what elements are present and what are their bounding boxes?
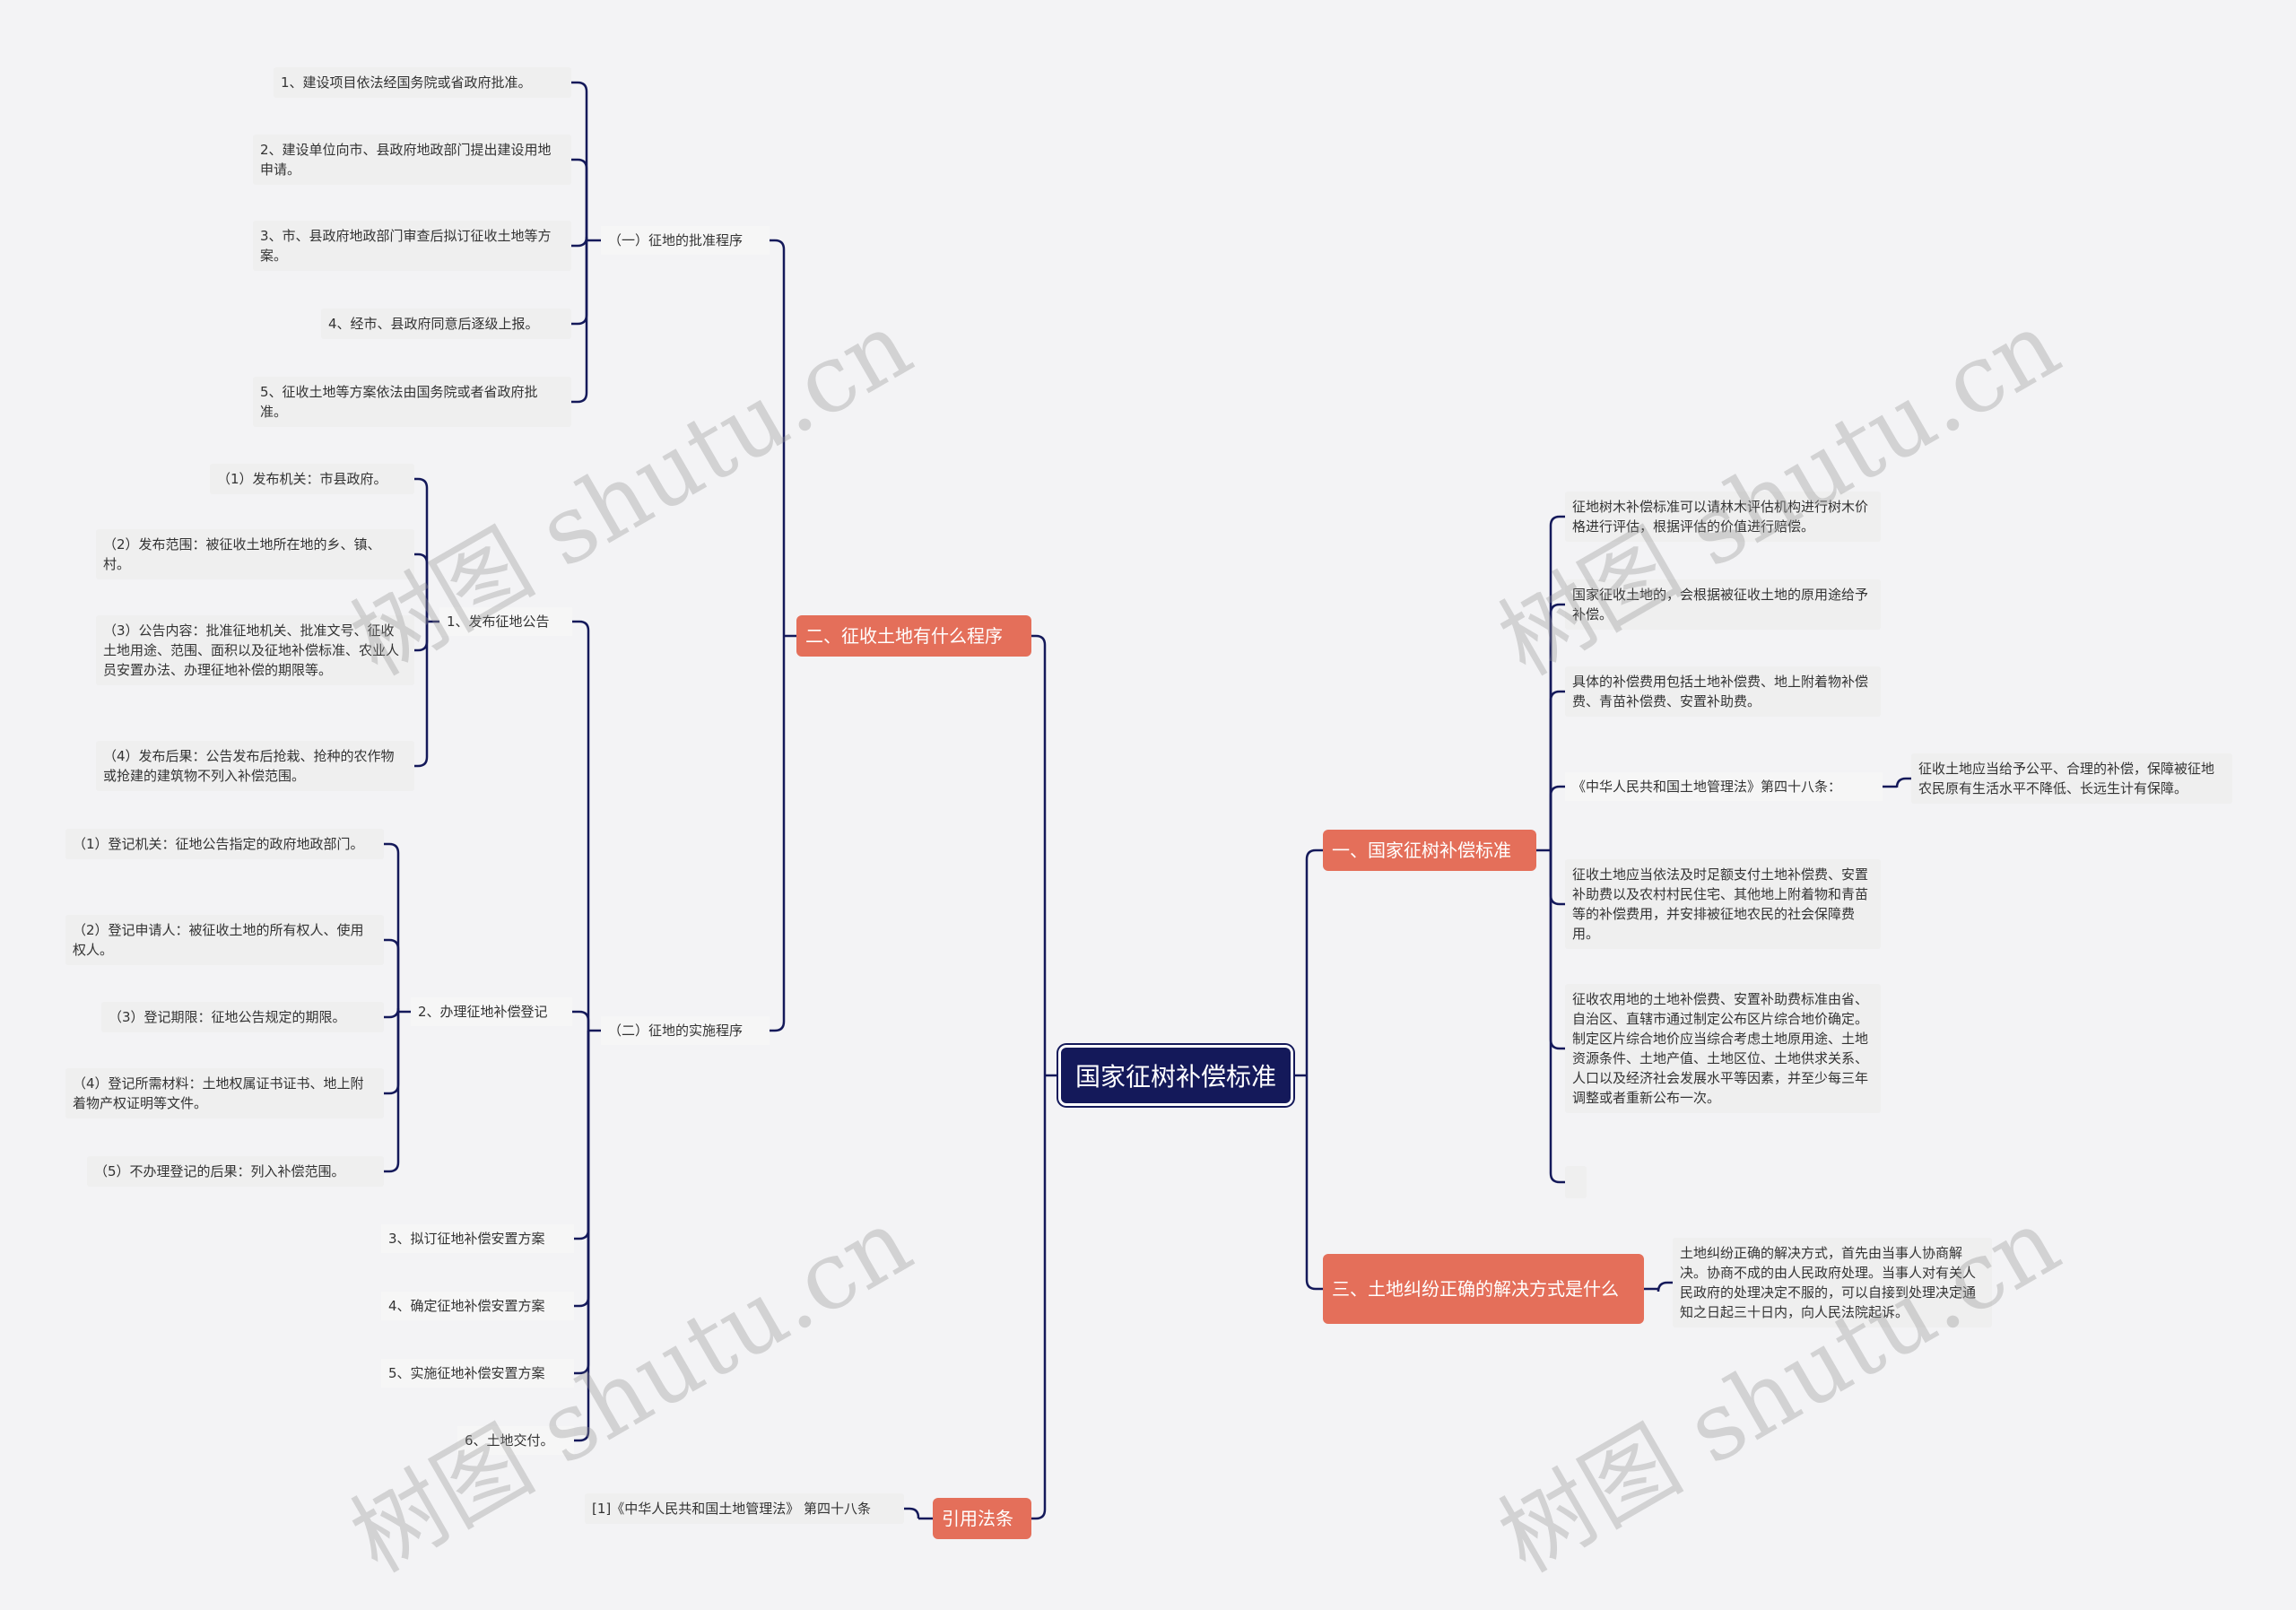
connector-branch <box>571 240 588 326</box>
connector-branch <box>384 1012 400 1173</box>
connector-branch <box>1657 1281 1673 1292</box>
announce-item-3[interactable]: （3）公告内容：批准征地机关、批准文号、征收土地用途、范围、面积以及征地补偿标准… <box>96 615 414 685</box>
connector-branch <box>770 636 786 1032</box>
branch-cited-law[interactable]: 引用法条 <box>933 1498 1031 1539</box>
connector-branch <box>571 240 588 404</box>
branch-expropriation-procedure[interactable]: 二、征收土地有什么程序 <box>796 615 1031 657</box>
b2-implementation-procedure[interactable]: （二）征地的实施程序 <box>601 1016 770 1045</box>
connector-branch <box>1549 850 1565 1184</box>
register-item-4[interactable]: （4）登记所需材料：土地权属证书证书、地上附着物产权证明等文件。 <box>65 1068 384 1118</box>
b3-detail[interactable]: 土地纠纷正确的解决方式，首先由当事人协商解决。协商不成的由人民政府处理。当事人对… <box>1673 1238 1992 1327</box>
b1-law-48-detail[interactable]: 征收土地应当给予公平、合理的补偿，保障被征地农民原有生活水平不降低、长远生计有保… <box>1911 753 2232 804</box>
connector-branch <box>574 1031 590 1240</box>
register-label[interactable]: 2、办理征地补偿登记 <box>411 997 572 1026</box>
register-item-2[interactable]: （2）登记申请人：被征收土地的所有权人、使用权人。 <box>65 915 384 965</box>
connector-branch <box>1549 850 1565 1050</box>
branch-dispute-resolution[interactable]: 三、土地纠纷正确的解决方式是什么 <box>1323 1254 1644 1324</box>
branch-compensation-standard[interactable]: 一、国家征树补偿标准 <box>1323 830 1536 871</box>
b1-item-regional-price[interactable]: 征收农用地的土地补偿费、安置补助费标准由省、自治区、直辖市通过制定公布区片综合地… <box>1565 984 1881 1113</box>
connector-branch <box>414 622 429 768</box>
b2-approval-procedure[interactable]: （一）征地的批准程序 <box>601 226 770 255</box>
connector-branch <box>1305 1075 1323 1291</box>
connector-branch <box>574 1031 590 1375</box>
connector-branch <box>384 938 400 1012</box>
connector-branch <box>1549 690 1565 850</box>
connector-branch <box>414 553 429 622</box>
connector-branch <box>384 842 400 1012</box>
impl-step-5[interactable]: 5、实施征地补偿安置方案 <box>381 1359 574 1388</box>
connector-branch <box>571 158 588 240</box>
connector-branch <box>1549 515 1565 850</box>
connector-branch <box>571 81 588 240</box>
connector-branch <box>1305 849 1323 1075</box>
approval-step-1[interactable]: 1、建设项目依法经国务院或省政府批准。 <box>274 67 571 98</box>
register-item-1[interactable]: （1）登记机关：征地公告指定的政府地政部门。 <box>65 829 384 859</box>
b1-item-tree-valuation[interactable]: 征地树木补偿标准可以请林木评估机构进行树木价格进行评估，根据评估的价值进行赔偿。 <box>1565 492 1881 542</box>
announce-item-1[interactable]: （1）发布机关：市县政府。 <box>210 464 414 494</box>
connector-branch <box>384 1012 400 1095</box>
connector-branch <box>414 477 429 622</box>
b1-item-empty[interactable] <box>1565 1166 1587 1198</box>
root-topic[interactable]: 国家征树补偿标准 <box>1061 1048 1291 1103</box>
connector-branch <box>1549 850 1565 906</box>
approval-step-3[interactable]: 3、市、县政府地政部门审查后拟订征收土地等方案。 <box>253 221 571 271</box>
b1-item-timely-payment[interactable]: 征收土地应当依法及时足额支付土地补偿费、安置补助费以及农村村民住宅、其他地上附着… <box>1565 859 1881 949</box>
b1-item-law-48[interactable]: 《中华人民共和国土地管理法》第四十八条： <box>1565 772 1883 801</box>
connector-branch <box>574 1031 590 1442</box>
announce-item-4[interactable]: （4）发布后果：公告发布后抢栽、抢种的农作物或抢建的建筑物不列入补偿范围。 <box>96 741 414 791</box>
connector-branch <box>770 239 786 636</box>
register-item-3[interactable]: （3）登记期限：征地公告规定的期限。 <box>101 1002 384 1032</box>
approval-step-5[interactable]: 5、征收土地等方案依法由国务院或者省政府批准。 <box>253 377 571 427</box>
connector-branch <box>1549 785 1565 850</box>
announce-item-2[interactable]: （2）发布范围：被征收土地所在地的乡、镇、村。 <box>96 529 414 579</box>
impl-step-6[interactable]: 6、土地交付。 <box>457 1426 574 1455</box>
connector-branch <box>1031 634 1047 1075</box>
connector-branch <box>1895 777 1911 788</box>
b1-item-fee-types[interactable]: 具体的补偿费用包括土地补偿费、地上附着物补偿费、青苗补偿费、安置补助费。 <box>1565 666 1881 717</box>
connector-branch <box>572 620 590 1031</box>
connector-branch <box>1549 603 1565 850</box>
connector-branch <box>572 1010 590 1031</box>
b4-detail[interactable]: [1]《中华人民共和国土地管理法》 第四十八条 <box>585 1493 904 1524</box>
announce-label[interactable]: 1、发布征地公告 <box>439 607 572 636</box>
b1-item-original-use[interactable]: 国家征收土地的，会根据被征收土地的原用途给予补偿。 <box>1565 579 1881 630</box>
connector-branch <box>571 236 588 248</box>
register-item-5[interactable]: （5）不办理登记的后果：列入补偿范围。 <box>87 1156 384 1187</box>
connector-branch <box>384 1007 400 1019</box>
approval-step-4[interactable]: 4、经市、县政府同意后逐级上报。 <box>321 309 571 339</box>
connector-branch <box>414 622 429 652</box>
connector-branch <box>904 1507 920 1519</box>
impl-step-3[interactable]: 3、拟订征地补偿安置方案 <box>381 1224 574 1253</box>
connector-branch <box>574 1031 590 1308</box>
connector-branch <box>1031 1075 1047 1520</box>
approval-step-2[interactable]: 2、建设单位向市、县政府地政部门提出建设用地申请。 <box>253 135 571 185</box>
impl-step-4[interactable]: 4、确定征地补偿安置方案 <box>381 1292 574 1320</box>
